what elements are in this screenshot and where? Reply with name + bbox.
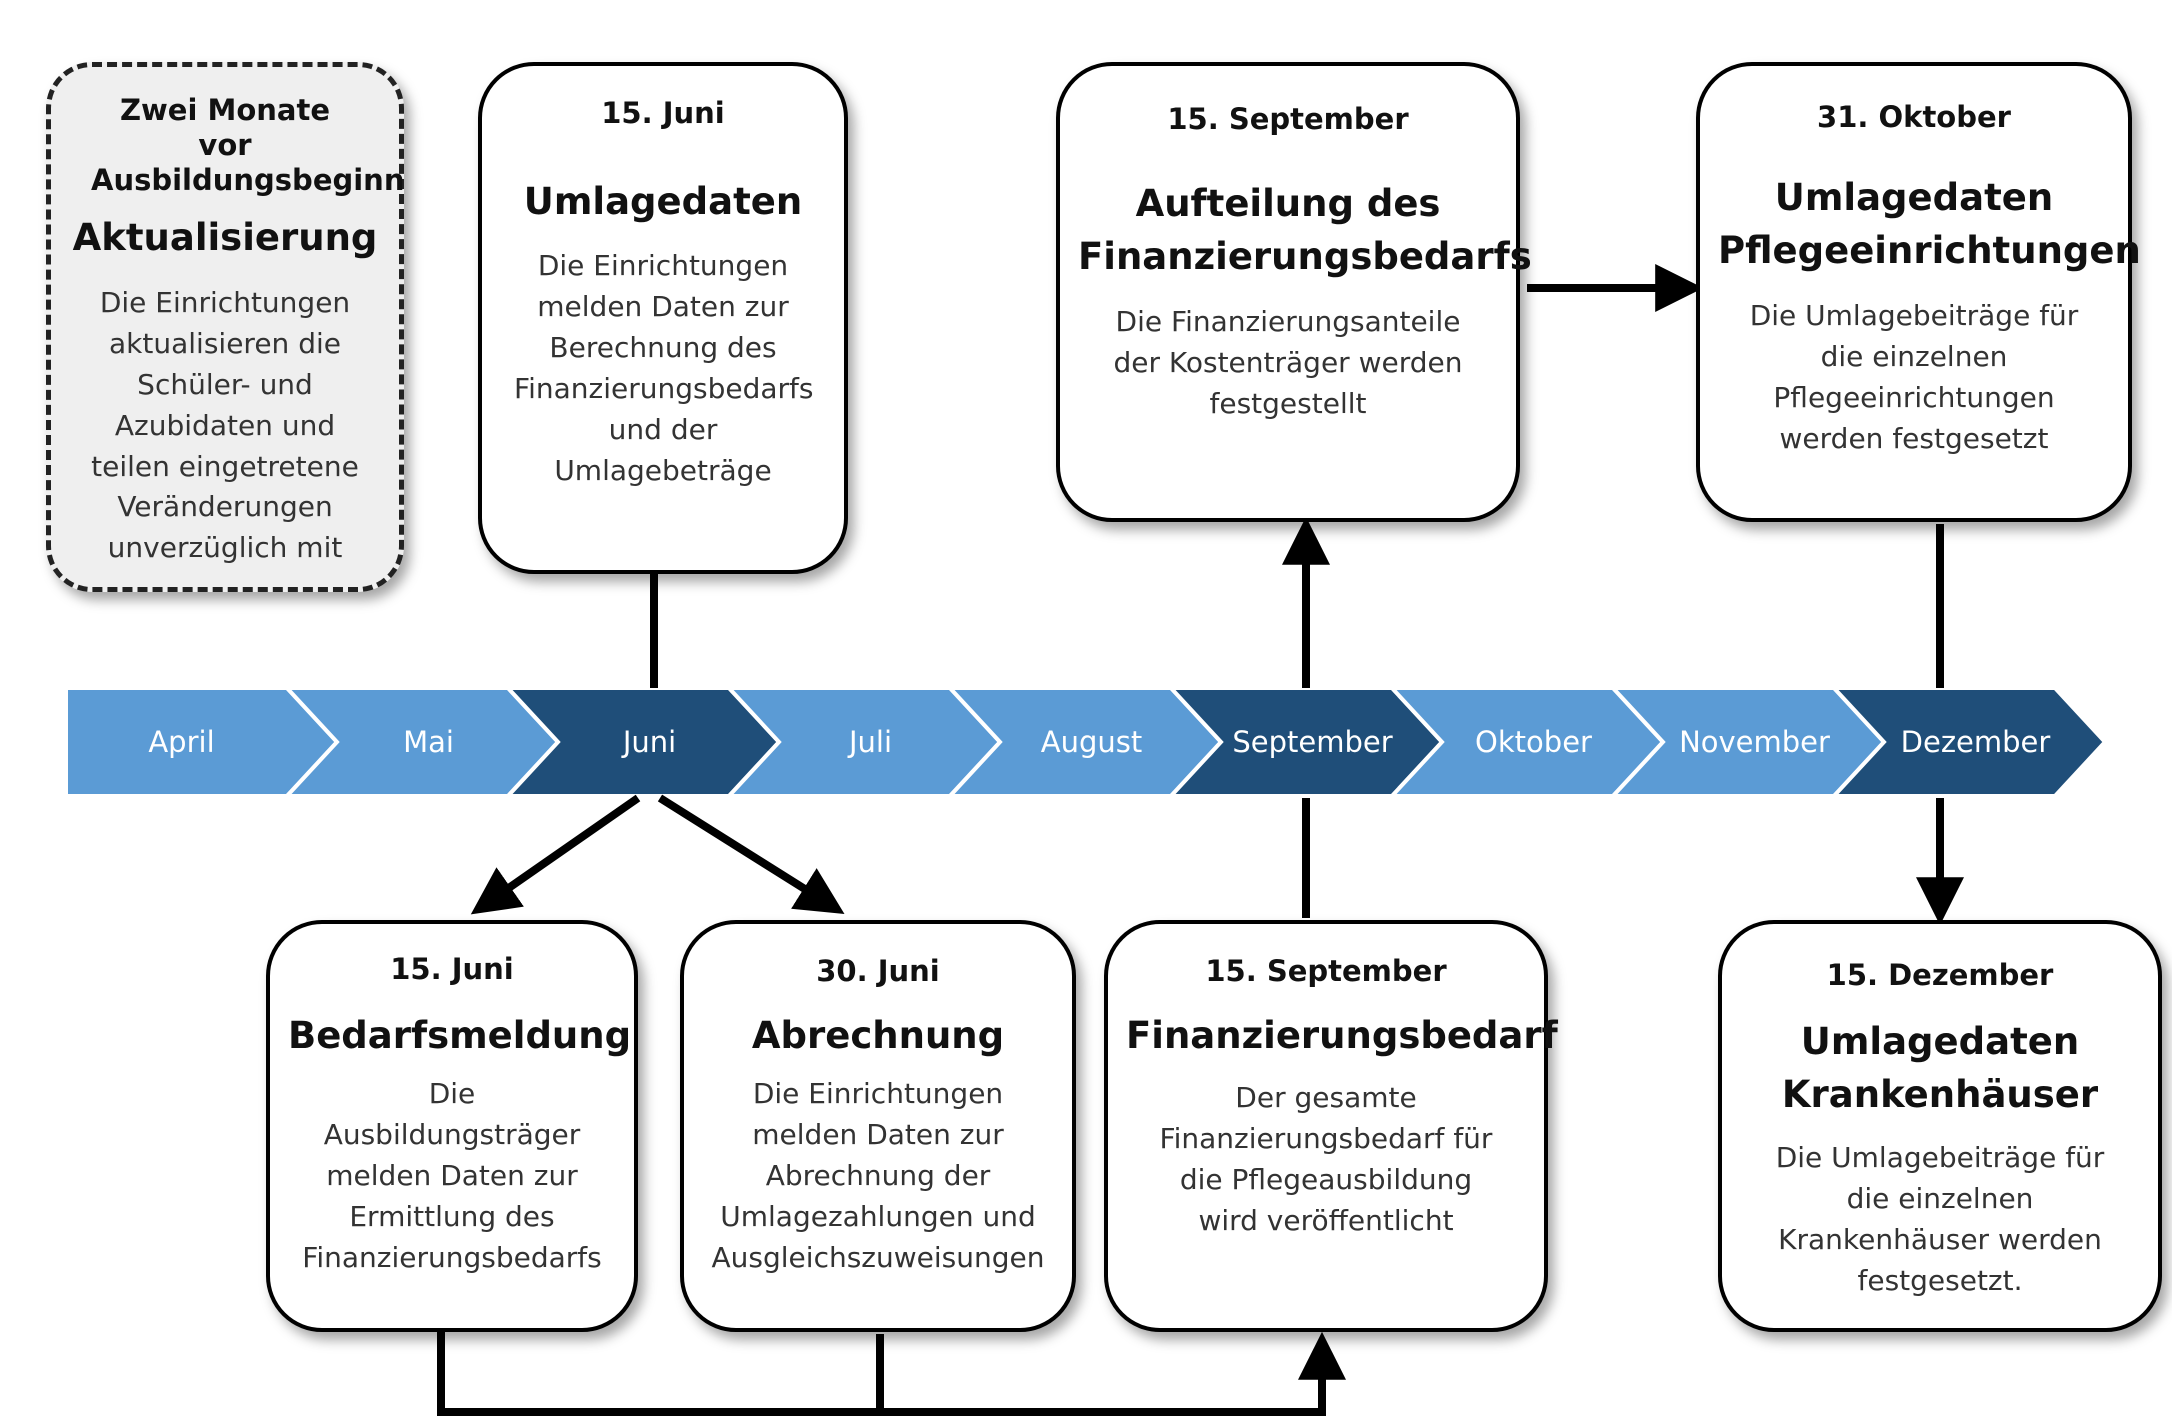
- month-chevron-dezember: [1829, 686, 2108, 798]
- month-label-april: April: [148, 725, 214, 759]
- month-label-juli: Juli: [847, 725, 892, 759]
- month-label-august: August: [1041, 725, 1143, 759]
- card-date: 15. Dezember: [1826, 958, 2054, 992]
- card-bedarfsmeldung: 15. Juni Bedarfsmeldung Die Ausbildungst…: [266, 920, 638, 1332]
- card-aufteilung: 15. September Aufteilung des Finanzierun…: [1056, 62, 1532, 522]
- card-body: Die Finanzierungsanteile der Kostenträge…: [1113, 305, 1463, 420]
- card-finanzierungsbedarf: 15. September Finanzierungsbedarf Der ge…: [1104, 920, 1558, 1332]
- card-date: 15. Juni: [390, 952, 514, 986]
- card-title: Bedarfsmeldung: [288, 1013, 632, 1057]
- card-date: 15. Juni: [601, 96, 725, 130]
- card-body: Die Ausbildungsträger melden Daten zur E…: [302, 1077, 602, 1274]
- card-aktualisierung: Zwei Monate vor Ausbildungsbeginn Aktual…: [46, 62, 404, 592]
- month-label-november: November: [1679, 725, 1830, 759]
- month-label-mai: Mai: [403, 725, 454, 759]
- card-title: Finanzierungsbedarf: [1126, 1013, 1558, 1057]
- card-body: Der gesamte Finanzierungsbedarf für die …: [1159, 1081, 1493, 1238]
- month-label-juni: Juni: [621, 725, 676, 759]
- card-title: Umlagedaten Krankenhäuser: [1781, 1019, 2099, 1117]
- card-date: Zwei Monate vor Ausbildungsbeginn: [91, 93, 405, 197]
- card-date: 15. September: [1167, 102, 1409, 136]
- card-title: Abrechnung: [751, 1013, 1005, 1057]
- arrow-juni-to-abrechnung: [657, 794, 845, 914]
- card-title: Aktualisierung: [72, 216, 378, 260]
- card-date: 31. Oktober: [1817, 100, 2011, 134]
- card-body: Die Einrichtungen melden Daten zur Berec…: [514, 249, 814, 487]
- card-umlagedaten-juni: 15. Juni Umlagedaten Die Einrichtungen m…: [478, 62, 848, 574]
- card-umlagedaten-pflegeeinrichtungen: 31. Oktober Umlagedaten Pflegeeinrichtun…: [1696, 62, 2141, 522]
- card-body: Die Einrichtungen aktualisieren die Schü…: [91, 286, 359, 565]
- card-body: Die Umlagebeiträge für die einzelnen Kra…: [1775, 1141, 2105, 1297]
- connector-arrows: [437, 264, 1964, 1416]
- card-umlagedaten-krankenhaeuser: 15. Dezember Umlagedaten Krankenhäuser D…: [1718, 920, 2162, 1332]
- card-title: Umlagedaten: [523, 179, 803, 223]
- month-chevron-row: April Mai Juni Juli August September Oktober No…: [64, 686, 2108, 798]
- card-title: Umlagedaten Pflegeeinrichtungen: [1718, 175, 2141, 273]
- card-title: Aufteilung des Finanzierungsbedarfs: [1078, 181, 1532, 279]
- card-date: 30. Juni: [816, 954, 940, 988]
- card-date: 15. September: [1205, 954, 1447, 988]
- card-body: Die Einrichtungen melden Daten zur Abrec…: [711, 1077, 1045, 1274]
- card-body: Die Umlagebeiträge für die einzelnen Pfl…: [1749, 299, 2079, 455]
- arrow-juni-to-bedarfsmeldung: [470, 794, 641, 915]
- month-label-september: September: [1232, 725, 1392, 759]
- month-label-dezember: Dezember: [1901, 725, 2051, 759]
- card-abrechnung: 30. Juni Abrechnung Die Einrichtungen me…: [680, 920, 1076, 1332]
- month-label-oktober: Oktober: [1475, 725, 1592, 759]
